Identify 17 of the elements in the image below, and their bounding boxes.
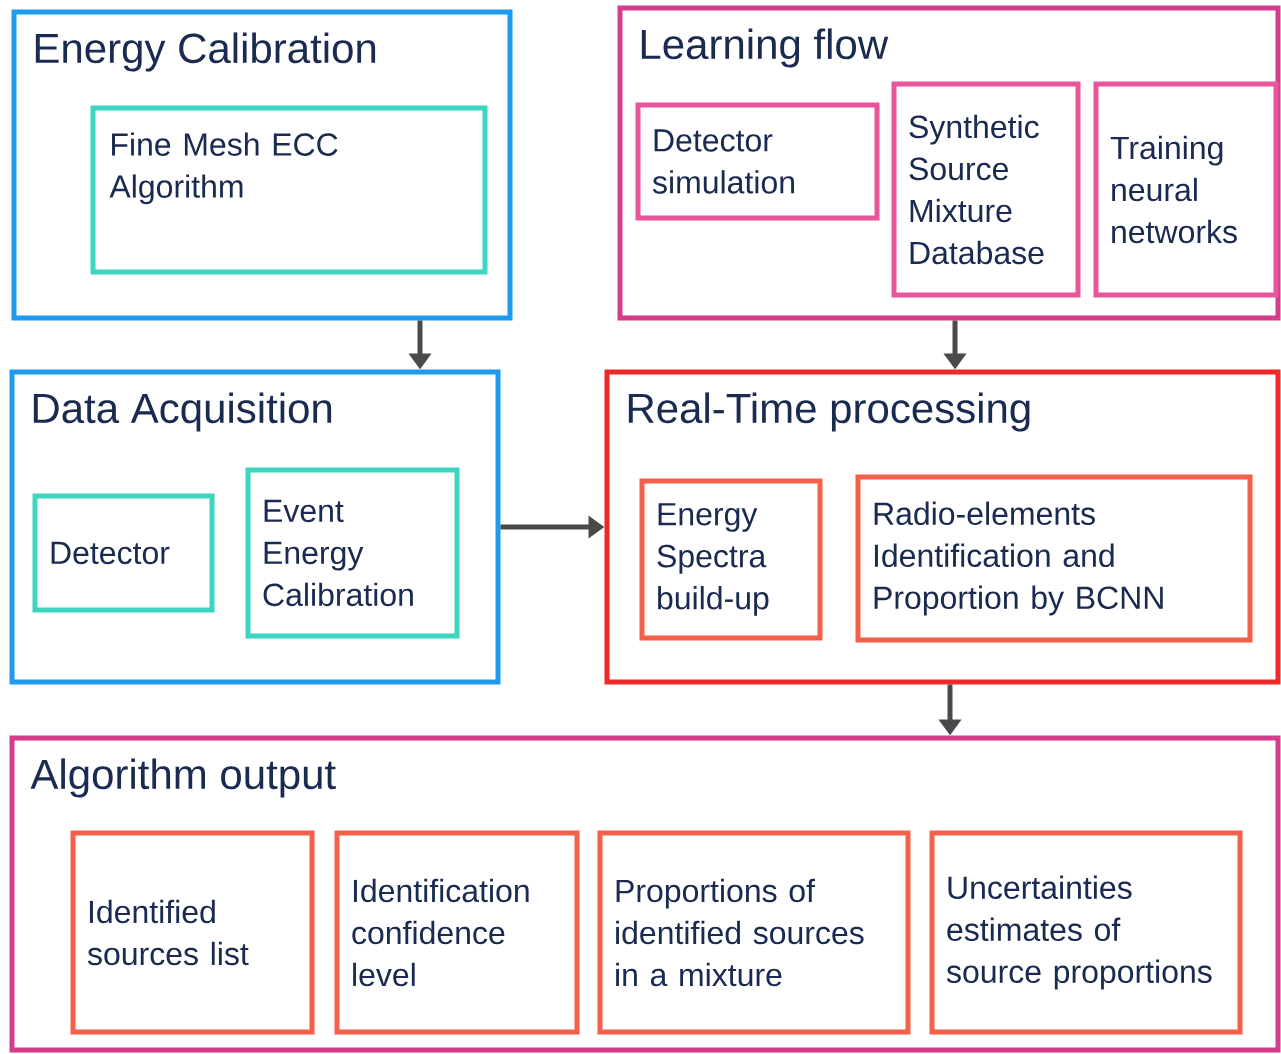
process-box: Fine Mesh ECC Algorithm xyxy=(90,105,488,275)
process-box: Proportions of identified sources in a mixture xyxy=(597,830,911,1035)
panel-title: Learning flow xyxy=(641,28,889,68)
process-box: Energy Spectra build-up xyxy=(639,478,823,641)
process-box: Detector simulation xyxy=(635,102,880,221)
process-box: Radio-elements Identification and Proportion by BCNN xyxy=(855,474,1253,643)
process-box: Training neural networks xyxy=(1093,81,1279,298)
process-box: Event Energy Calibration xyxy=(245,467,460,639)
panel-title: Real-Time processing xyxy=(628,392,1030,432)
process-box: Identification confidence level xyxy=(334,830,580,1035)
panel-title: Algorithm output xyxy=(30,758,336,798)
process-box: Detector xyxy=(32,493,215,613)
process-box: Uncertainties estimates of source proportions xyxy=(929,830,1243,1035)
process-box: Identified sources list xyxy=(70,830,315,1035)
process-box: Synthetic Source Mixture Database xyxy=(891,81,1081,298)
panel-title: Energy Calibration xyxy=(35,32,376,72)
panel-title: Data Acquisition xyxy=(33,392,332,432)
